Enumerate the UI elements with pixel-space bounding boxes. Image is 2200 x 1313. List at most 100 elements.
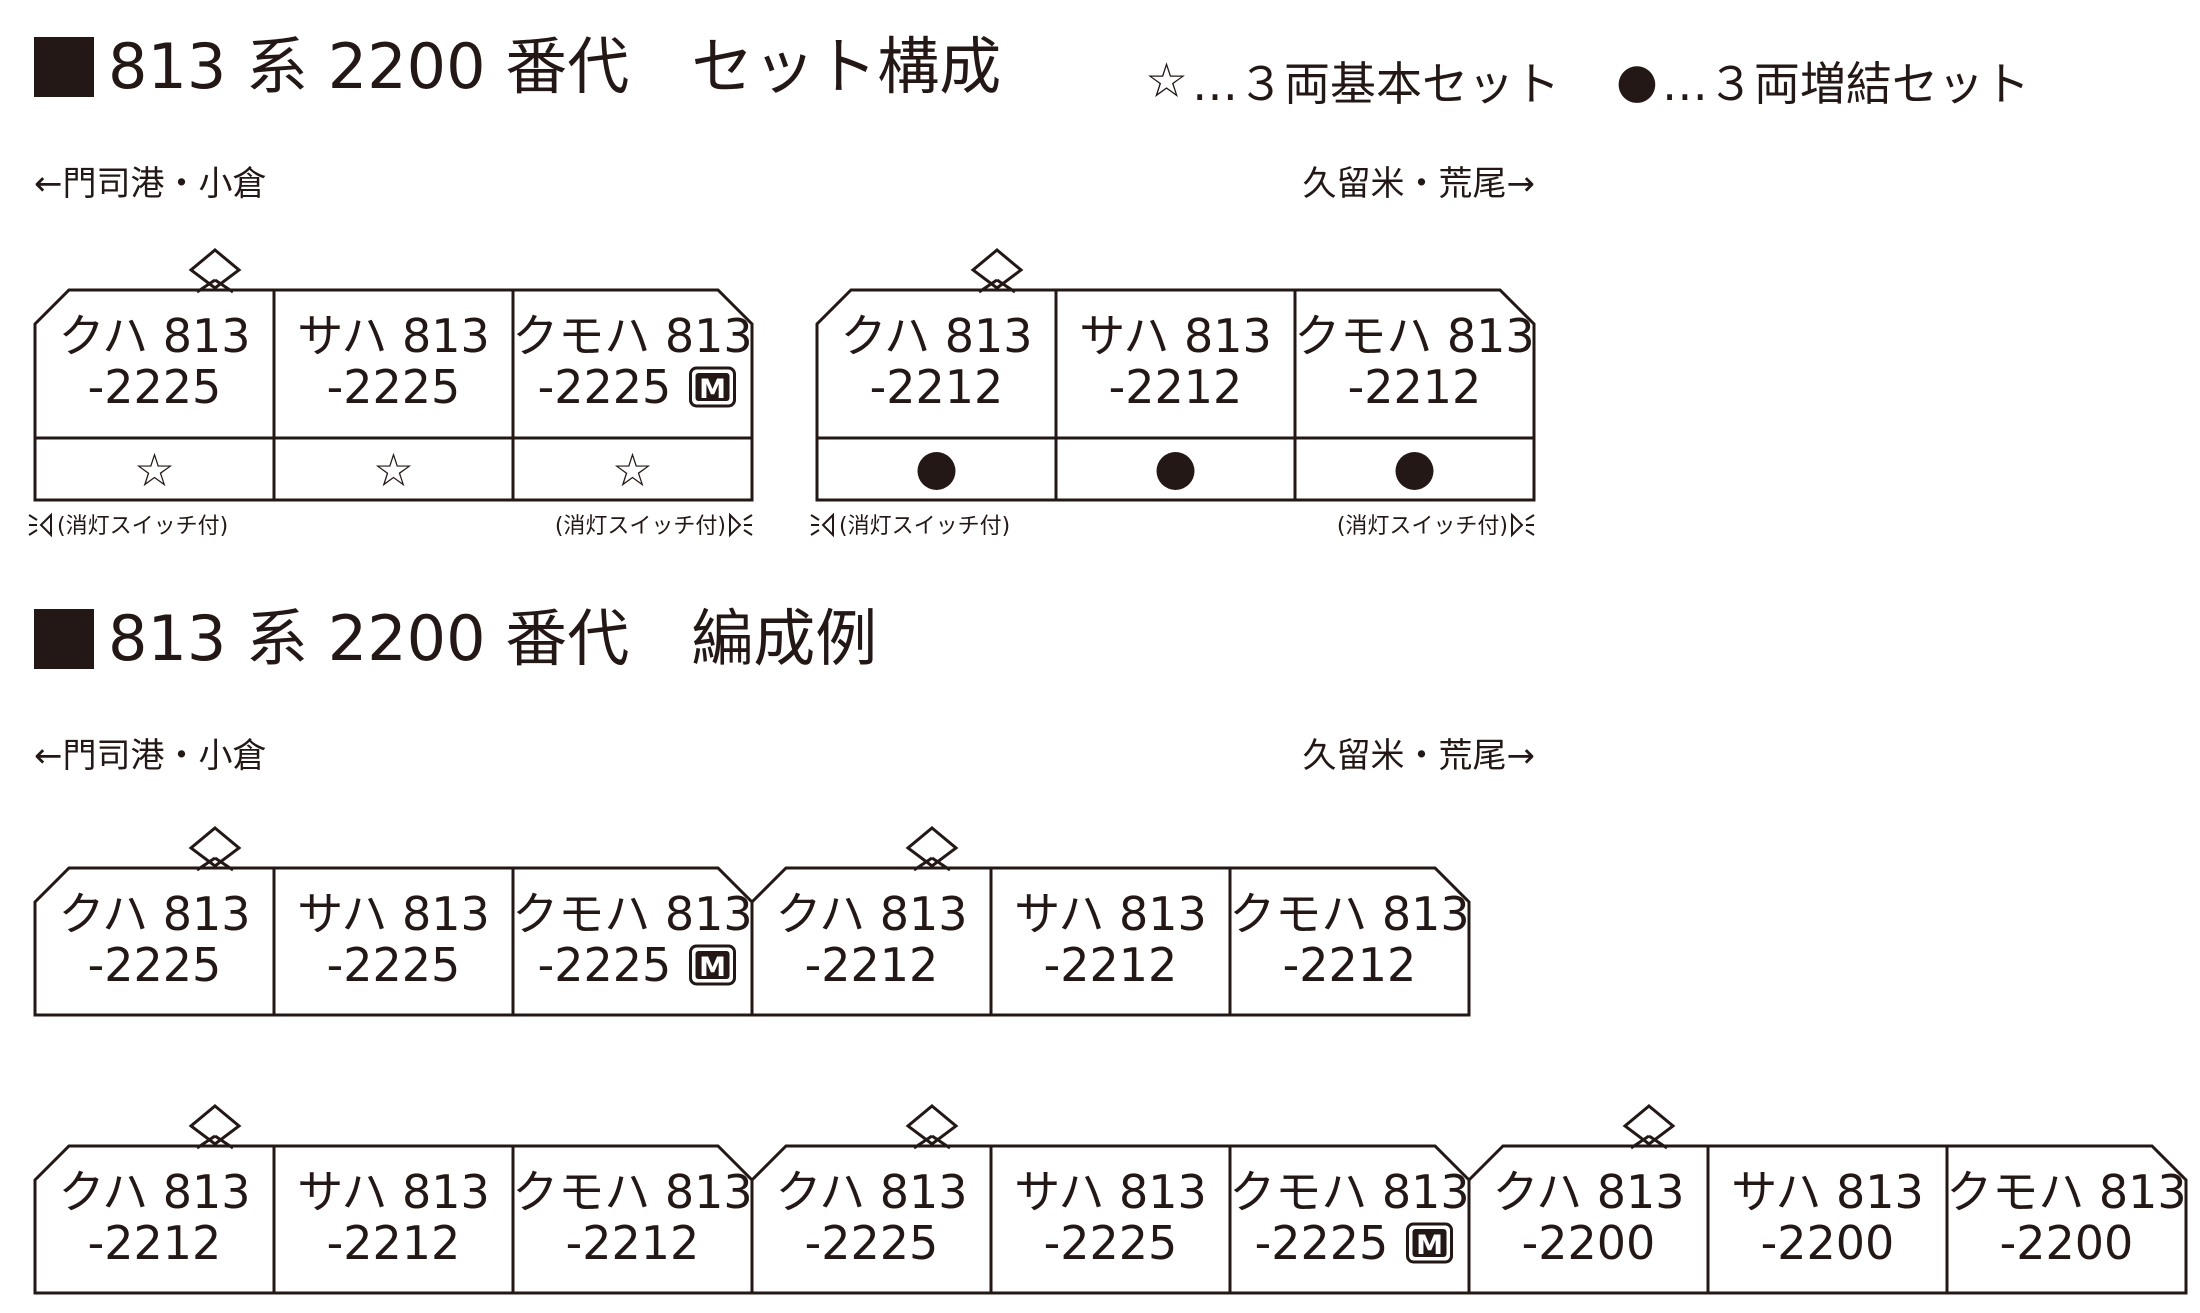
headlight-ray [743, 514, 753, 521]
motor-mark-letter: M [699, 952, 726, 983]
pantograph-icon [1622, 1104, 1676, 1150]
direction-left-label: ←門司港・小倉 [34, 736, 267, 776]
car: クモハ 813-2212 [1228, 868, 1470, 1015]
heading-title: 813 系 2200 番代 セット構成 [108, 30, 1002, 103]
dot-icon: ● [1616, 53, 1658, 109]
car-type-label: サハ 813 [297, 887, 490, 941]
pantograph-icon [188, 826, 242, 872]
car-type-label: クハ 813 [58, 309, 250, 363]
star-icon: ☆ [373, 443, 414, 497]
headlight-ray [28, 529, 38, 536]
motor-car-icon: M [1406, 1222, 1453, 1264]
motor-mark-letter: M [1416, 1230, 1443, 1261]
car: クハ 813-2200 [1492, 1165, 1684, 1270]
car-number-label: -2200 [1522, 1216, 1656, 1270]
car-number-label: -2212 [1283, 938, 1417, 992]
car-number-label: -2200 [2000, 1216, 2134, 1270]
pantograph-arm [931, 1134, 951, 1150]
car-type-label: クモハ 813 [512, 1165, 752, 1219]
car: クハ 813-2225☆ [35, 309, 274, 497]
car: サハ 813-2200 [1706, 1146, 1924, 1293]
pantograph-arm [196, 856, 216, 872]
train-unit-outline [815, 288, 1536, 502]
car-type-label: サハ 813 [1014, 1165, 1207, 1219]
star-icon: ☆ [134, 443, 175, 497]
car-number-label: -2225 [538, 938, 672, 992]
headlight-ray [810, 514, 820, 521]
headlight-ray [1525, 529, 1535, 536]
pantograph-arm [1630, 1134, 1650, 1150]
car-number-label: -2212 [870, 360, 1004, 414]
star-icon: ☆ [612, 443, 653, 497]
pantograph-shoe [188, 1104, 242, 1146]
motor-car-icon: M [689, 944, 736, 986]
motor-mark-frame [689, 366, 736, 408]
pantograph-arm [931, 856, 951, 872]
car: クモハ 813-2212 [1293, 290, 1535, 500]
pantograph-shoe [188, 826, 242, 868]
motor-mark-fill [695, 951, 730, 979]
pantograph-arm [913, 856, 933, 872]
direction-right-label: 久留米・荒尾→ [1302, 736, 1536, 776]
headlight-ray [28, 514, 38, 521]
lamp-note-right: (消灯スイッチ付) [1337, 514, 1508, 539]
section-heading-formation-example: 813 系 2200 番代 編成例 [34, 608, 877, 670]
headlight-icon [1511, 512, 1535, 538]
pantograph-shoe [905, 1104, 959, 1146]
car: クモハ 813-2200 [1945, 1146, 2187, 1293]
car-type-label: サハ 813 [1731, 1165, 1924, 1219]
car-type-label: サハ 813 [1079, 309, 1272, 363]
car-type-label: サハ 813 [297, 309, 490, 363]
motor-mark-frame [1406, 1222, 1453, 1264]
star-icon: ☆ [1145, 53, 1189, 109]
pantograph-arm [196, 278, 216, 294]
car: サハ 813-2212 [1054, 290, 1295, 500]
car: クハ 813-2212 [817, 309, 1056, 490]
pantograph-arm [196, 1134, 216, 1150]
pantograph-shoe [970, 248, 1024, 290]
pantograph-arm [996, 278, 1016, 294]
headlight-lamp [821, 512, 834, 538]
car-number-label: -2225 [88, 938, 222, 992]
pantograph-arm [913, 1134, 933, 1150]
car-type-label: クハ 813 [775, 1165, 967, 1219]
car-number-label: -2212 [327, 1216, 461, 1270]
car-type-label: サハ 813 [1014, 887, 1207, 941]
car: サハ 813-2212 [989, 868, 1207, 1015]
car-type-label: クハ 813 [840, 309, 1032, 363]
car-number-label: -2225 [1255, 1216, 1389, 1270]
heading-square-icon [34, 609, 94, 669]
pantograph-arm [1648, 1134, 1668, 1150]
pantograph-shoe [905, 826, 959, 868]
car: クハ 813-2212 [775, 887, 967, 992]
lamp-note-right: (消灯スイッチ付) [555, 514, 726, 539]
car-type-label: クモハ 813 [1294, 309, 1534, 363]
train-unit-outline [750, 866, 1471, 1017]
headlight-ray [743, 529, 753, 536]
lamp-note-left: (消灯スイッチ付) [839, 514, 1010, 539]
pantograph-icon [188, 248, 242, 294]
car-number-label: -2212 [566, 1216, 700, 1270]
heading-title: 813 系 2200 番代 編成例 [108, 602, 878, 675]
train-unit-outline [1467, 1144, 2188, 1295]
car: サハ 813-2225 [989, 1146, 1207, 1293]
car-type-label: クハ 813 [775, 887, 967, 941]
car-number-label: -2212 [1348, 360, 1482, 414]
motor-mark-frame [689, 944, 736, 986]
legend-dot-text: …３両増結セット [1661, 57, 2030, 111]
car-number-label: -2225 [805, 1216, 939, 1270]
section-heading-set-composition: 813 系 2200 番代 セット構成 [34, 36, 1001, 98]
heading-square-icon [34, 37, 94, 97]
headlight-icon [810, 512, 834, 538]
headlight-lamp [729, 512, 742, 538]
headlight-icon [729, 512, 753, 538]
pantograph-icon [905, 826, 959, 872]
headlight-ray [810, 529, 820, 536]
car-number-label: -2225 [1044, 1216, 1178, 1270]
